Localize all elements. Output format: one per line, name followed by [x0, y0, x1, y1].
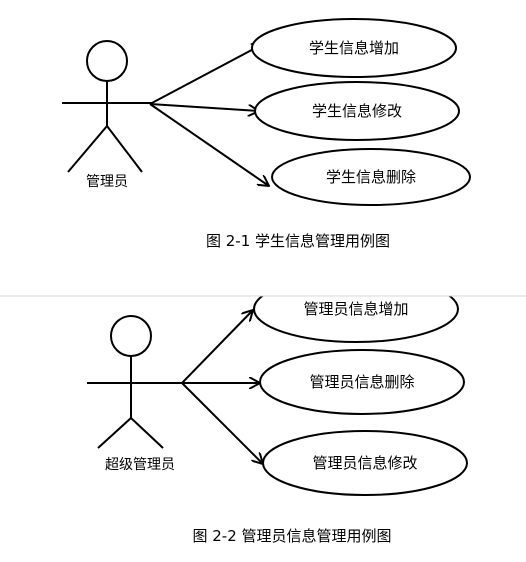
use-case-ellipse — [254, 81, 460, 141]
use-case: 管理员信息修改 — [262, 430, 468, 496]
use-case-label: 学生信息增加 — [309, 39, 399, 57]
diagram-admin-info: 管理员信息增加 超级管理员 管理员信息删除 管理员信息修改 图 2-2 管理员信 — [0, 270, 526, 545]
actor-left-leg — [97, 417, 132, 449]
association-arrow — [149, 103, 269, 186]
use-case-label: 学生信息修改 — [312, 102, 402, 120]
use-case-ellipse — [271, 148, 471, 206]
actor-right-leg — [130, 417, 164, 449]
actor-label: 超级管理员 — [105, 457, 175, 473]
actor-super-admin — [87, 315, 182, 449]
association-arrow — [149, 44, 263, 105]
actor-admin — [62, 40, 152, 173]
use-case: 学生信息增加 — [251, 18, 457, 78]
use-case: 学生信息修改 — [254, 81, 460, 141]
use-case-label: 管理员信息修改 — [312, 454, 417, 472]
actor-right-leg — [106, 125, 143, 173]
diagram-student-info: 管理员 学生信息增加 学生信息修改 学生信息删除 图 2-1 学生信息管理用例图 — [62, 18, 471, 250]
use-case-label: 管理员信息增加 — [303, 300, 408, 318]
figure-caption: 图 2-2 管理员信息管理用例图 — [192, 527, 391, 545]
use-case: 学生信息删除 — [271, 148, 471, 206]
actor-head — [110, 315, 152, 357]
use-case-label: 学生信息删除 — [326, 168, 416, 186]
use-case-ellipse — [262, 430, 468, 496]
actor-label: 管理员 — [86, 174, 128, 190]
use-case-ellipse — [259, 349, 465, 415]
association-arrow — [181, 310, 253, 384]
use-case: 管理员信息删除 — [259, 349, 465, 415]
use-case-label: 管理员信息删除 — [309, 373, 414, 391]
association-arrow — [149, 103, 259, 111]
associations — [149, 44, 269, 186]
use-case-ellipse — [251, 18, 457, 78]
figure-caption: 图 2-1 学生信息管理用例图 — [206, 232, 390, 250]
actor-left-leg — [67, 125, 108, 173]
actor-head — [86, 40, 128, 82]
association-arrow — [181, 382, 263, 464]
clip-mask — [240, 270, 480, 296]
associations — [181, 310, 263, 464]
